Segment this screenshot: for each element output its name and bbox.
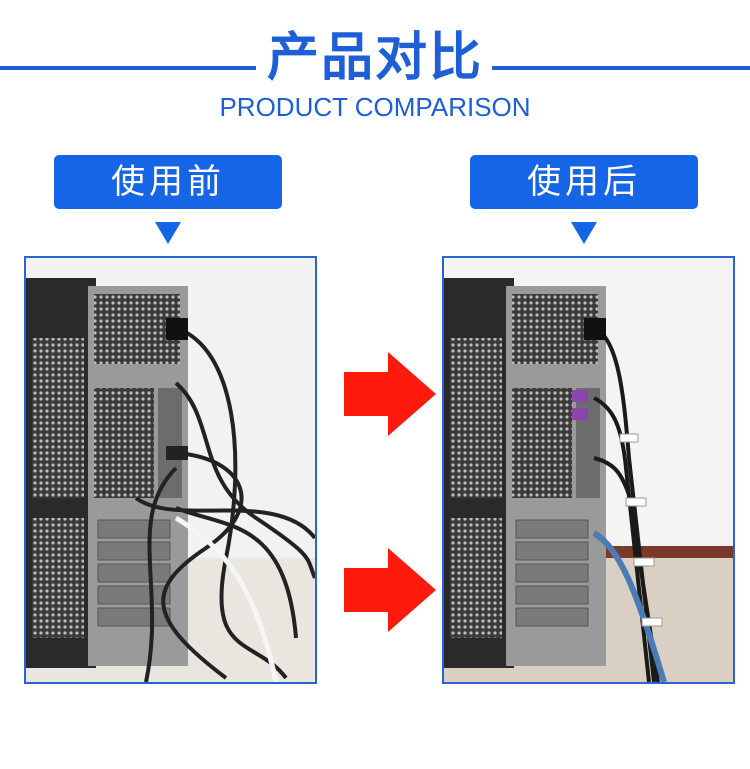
page-title: 产品对比 <box>266 28 483 88</box>
header-line-left <box>0 66 256 70</box>
arrow-right-icon-top <box>344 352 436 436</box>
arrow-right-icon-bottom <box>344 548 436 632</box>
after-label: 使用后 <box>470 155 698 209</box>
before-photo <box>24 256 317 684</box>
page-subtitle: PRODUCT COMPARISON <box>219 92 531 122</box>
after-photo <box>442 256 735 684</box>
header-line-right <box>492 66 750 70</box>
after-down-arrow-icon <box>571 222 597 244</box>
before-down-arrow-icon <box>155 222 181 244</box>
before-label: 使用前 <box>54 155 282 209</box>
